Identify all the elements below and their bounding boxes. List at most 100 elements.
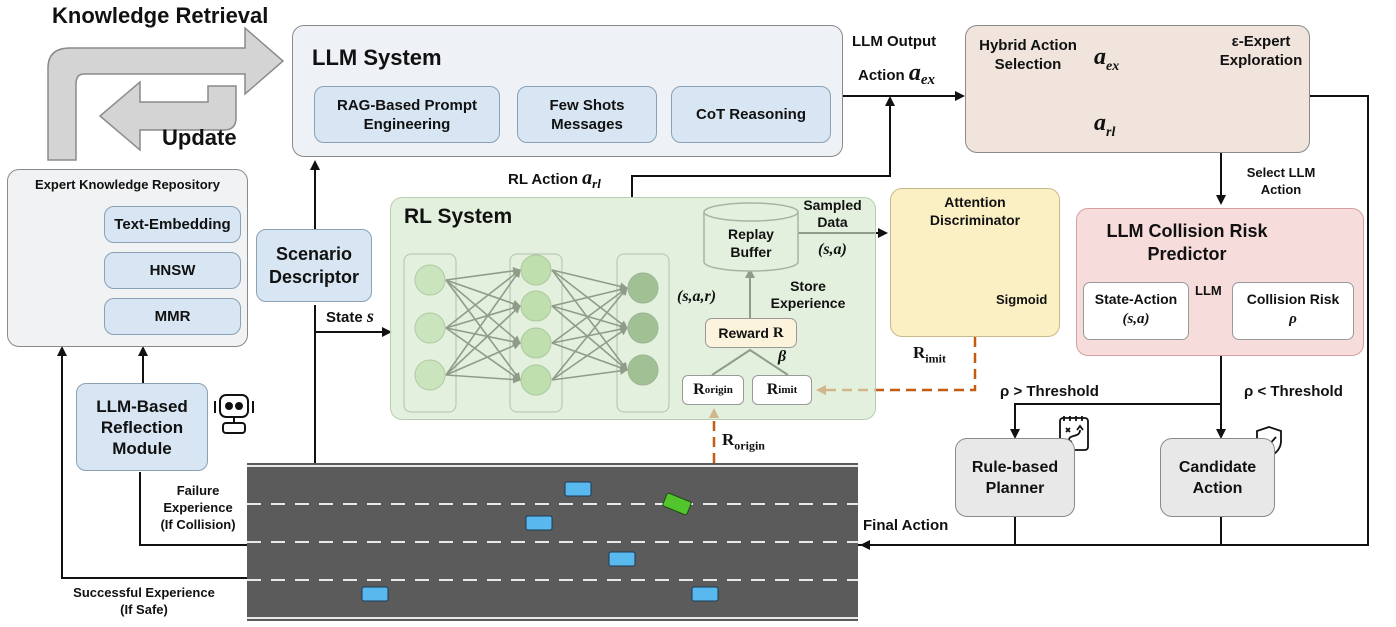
- rl-action-label: RL Action arl: [508, 167, 601, 192]
- r-origin-label-main: R: [722, 430, 735, 449]
- a-ex-main: a: [1094, 44, 1106, 70]
- state-label: State s: [326, 306, 374, 327]
- repo-item-text-embedding: Text-Embedding: [104, 206, 241, 243]
- replay-buffer: Replay Buffer: [704, 225, 798, 261]
- vehicle: [691, 586, 719, 602]
- sampled-data-label: Sampled Data: [795, 197, 870, 231]
- below-threshold-label: ρ < Threshold: [1244, 383, 1343, 400]
- failure-line2: Experience: [163, 500, 233, 515]
- update-label: Update: [162, 125, 237, 150]
- above-threshold-label: ρ > Threshold: [1000, 383, 1099, 400]
- llm-output-line2: Action aex: [858, 60, 935, 89]
- knowledge-retrieval-label: Knowledge Retrieval: [52, 3, 269, 28]
- r-imit-label-main: R: [913, 343, 926, 362]
- risk-title-line1: LLM Collision Risk: [1106, 221, 1268, 241]
- few-shots-line1: Few Shots: [549, 96, 625, 114]
- attention-discriminator: [890, 188, 1060, 337]
- hybrid-action-selection: [965, 25, 1310, 153]
- replay-line2: Buffer: [730, 244, 772, 260]
- state-action-text: State-Action: [1094, 291, 1178, 307]
- imitation-reward-arrows: [709, 337, 977, 463]
- candidate-line2: Action: [1192, 479, 1243, 497]
- cot-reasoning: CoT Reasoning: [671, 86, 831, 143]
- sampled-data-symbol: (s,a): [818, 241, 847, 258]
- state-action-symbol: (s,a): [1122, 311, 1150, 327]
- successful-experience-label: Successful Experience (If Safe): [40, 584, 248, 618]
- state-action-box: State-Action (s,a): [1083, 282, 1189, 340]
- hybrid-title: Hybrid Action Selection: [973, 36, 1083, 74]
- llm-output-line1: LLM Output: [852, 33, 937, 50]
- a-rl-main: a: [1094, 110, 1106, 136]
- state-symbol: s: [366, 306, 374, 326]
- ego-vehicle: [662, 492, 692, 516]
- failure-line1: Failure: [176, 483, 220, 498]
- reward-text: Reward: [718, 325, 769, 341]
- reward-symbol: R: [772, 324, 784, 341]
- r-origin-main: R: [693, 381, 705, 398]
- road: [247, 463, 858, 621]
- reward-box: Reward R: [705, 318, 797, 348]
- select-llm-line2: Action: [1260, 182, 1302, 197]
- llm-output-sub: ex: [920, 72, 936, 88]
- a-rl-sub: rl: [1106, 124, 1116, 140]
- vehicles: [361, 481, 719, 602]
- eps-line2: Exploration: [1219, 52, 1303, 69]
- sigmoid-label: Sigmoid: [996, 292, 1048, 307]
- rule-based-planner: Rule-based Planner: [955, 438, 1075, 517]
- rl-action-symbol: a: [582, 167, 593, 189]
- store-line2: Experience: [770, 295, 846, 311]
- vehicle: [608, 551, 636, 567]
- scenario-line2: Descriptor: [268, 266, 360, 287]
- r-origin-sub: origin: [704, 384, 733, 396]
- state-text: State: [326, 309, 363, 326]
- sampled-line1: Sampled: [803, 197, 862, 213]
- reflection-line2: Reflection: [100, 417, 184, 437]
- r-origin-label-sub: origin: [734, 438, 765, 453]
- knowledge-retrieval-arrow: [47, 26, 285, 161]
- attention-line2: Discriminator: [929, 212, 1021, 228]
- reflection-module: LLM-Based Reflection Module: [76, 383, 208, 471]
- epsilon-expert-label: ε-Expert Exploration: [1206, 32, 1316, 70]
- vehicle: [361, 586, 389, 602]
- attention-title: Attention Discriminator: [890, 193, 1060, 229]
- sar-symbol: (s,a,r): [677, 288, 717, 305]
- a-ex-sub: ex: [1106, 58, 1120, 74]
- rag-prompt-engineering: RAG-Based Prompt Engineering: [314, 86, 500, 143]
- success-line1: Successful Experience: [73, 585, 215, 600]
- store-line1: Store: [790, 278, 826, 294]
- llm-arrow-label: LLM: [1195, 283, 1222, 298]
- scenario-line1: Scenario: [275, 243, 353, 264]
- sampled-line2: Data: [817, 214, 848, 230]
- rag-line2: Engineering: [363, 115, 451, 133]
- repo-title: Expert Knowledge Repository: [35, 177, 220, 192]
- a-ex-symbol: aex: [1094, 44, 1119, 75]
- robot-icon: [214, 394, 254, 434]
- r-origin-label: Rorigin: [722, 430, 765, 453]
- r-imit-sub: imit: [778, 384, 798, 396]
- scenario-descriptor: Scenario Descriptor: [256, 229, 372, 302]
- rule-planner-line1: Rule-based: [971, 458, 1059, 476]
- rho-symbol: ρ: [1289, 311, 1297, 327]
- rl-action-sub: rl: [592, 176, 601, 191]
- rag-line1: RAG-Based Prompt: [336, 96, 478, 114]
- select-llm-line1: Select LLM: [1246, 165, 1316, 180]
- risk-title-line2: Predictor: [1147, 244, 1227, 264]
- failure-experience-label: Failure Experience (If Collision): [148, 482, 248, 533]
- select-llm-action-label: Select LLM Action: [1226, 164, 1336, 198]
- reflection-line1: LLM-Based: [96, 396, 188, 416]
- risk-title: LLM Collision Risk Predictor: [1082, 220, 1292, 266]
- hybrid-line2: Selection: [994, 56, 1062, 73]
- a-rl-symbol: arl: [1094, 110, 1115, 141]
- rl-action-text: RL Action: [508, 171, 578, 188]
- final-action-label: Final Action: [863, 517, 949, 534]
- vehicle: [525, 515, 553, 531]
- r-imit-label: Rimit: [913, 343, 946, 366]
- vehicle: [564, 481, 592, 497]
- eps-line1: ε-Expert: [1231, 33, 1291, 50]
- few-shots-messages: Few Shots Messages: [517, 86, 657, 143]
- rule-planner-line2: Planner: [985, 479, 1045, 497]
- llm-output-symbol: a: [908, 60, 921, 86]
- repo-item-mmr: MMR: [104, 298, 241, 335]
